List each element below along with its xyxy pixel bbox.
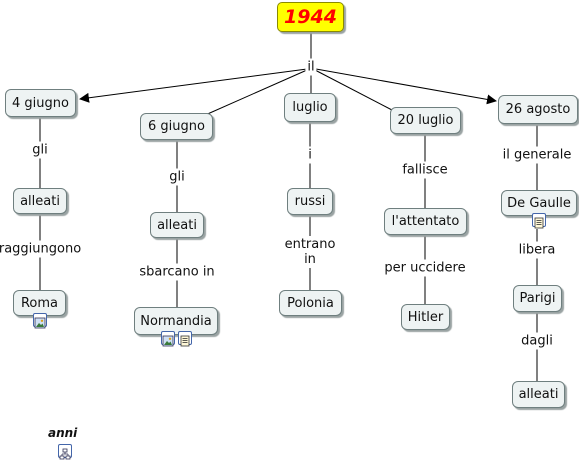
link-label: dagli — [519, 332, 555, 350]
node-roma[interactable]: Roma — [13, 290, 66, 316]
concept-map-icon[interactable] — [58, 444, 72, 460]
node-alleati-2[interactable]: alleati — [150, 212, 204, 238]
image-icon[interactable] — [161, 331, 175, 347]
node-parigi[interactable]: Parigi — [513, 285, 562, 312]
link-label: sbarcano in — [137, 263, 217, 281]
anni-label: anni — [48, 426, 78, 440]
link-label: fallisce — [400, 161, 450, 179]
document-icon[interactable] — [532, 213, 546, 229]
link-label: raggiungono — [0, 240, 84, 258]
node-polonia[interactable]: Polonia — [279, 290, 342, 316]
node-4-giugno[interactable]: 4 giugno — [5, 89, 76, 117]
node-attentato[interactable]: l'attentato — [384, 208, 467, 235]
node-hitler[interactable]: Hitler — [401, 304, 450, 330]
node-russi[interactable]: russi — [287, 188, 333, 215]
link-label: gli — [167, 168, 187, 186]
document-icon[interactable] — [178, 331, 192, 347]
link-label: il generale — [500, 146, 574, 164]
root-link-label: il — [305, 58, 317, 76]
link-label-line-1: entrano — [284, 237, 336, 252]
link-label: libera — [516, 241, 558, 259]
link-label-line-2: in — [304, 252, 316, 267]
node-6-giugno[interactable]: 6 giugno — [140, 113, 213, 140]
node-alleati-1[interactable]: alleati — [13, 188, 67, 214]
node-normandia[interactable]: Normandia — [134, 307, 218, 335]
link-label: entrano in — [282, 236, 338, 268]
node-26-agosto[interactable]: 26 agosto — [498, 95, 578, 124]
link-label: per uccidere — [382, 259, 468, 277]
node-luglio[interactable]: luglio — [284, 93, 336, 122]
link-label: i — [306, 146, 314, 164]
node-alleati-3[interactable]: alleati — [512, 381, 565, 408]
node-20-luglio[interactable]: 20 luglio — [390, 107, 461, 134]
link-label: gli — [30, 141, 50, 159]
node-de-gaulle[interactable]: De Gaulle — [501, 190, 577, 216]
root-node-1944[interactable]: 1944 — [277, 2, 344, 32]
image-icon[interactable] — [33, 313, 47, 329]
